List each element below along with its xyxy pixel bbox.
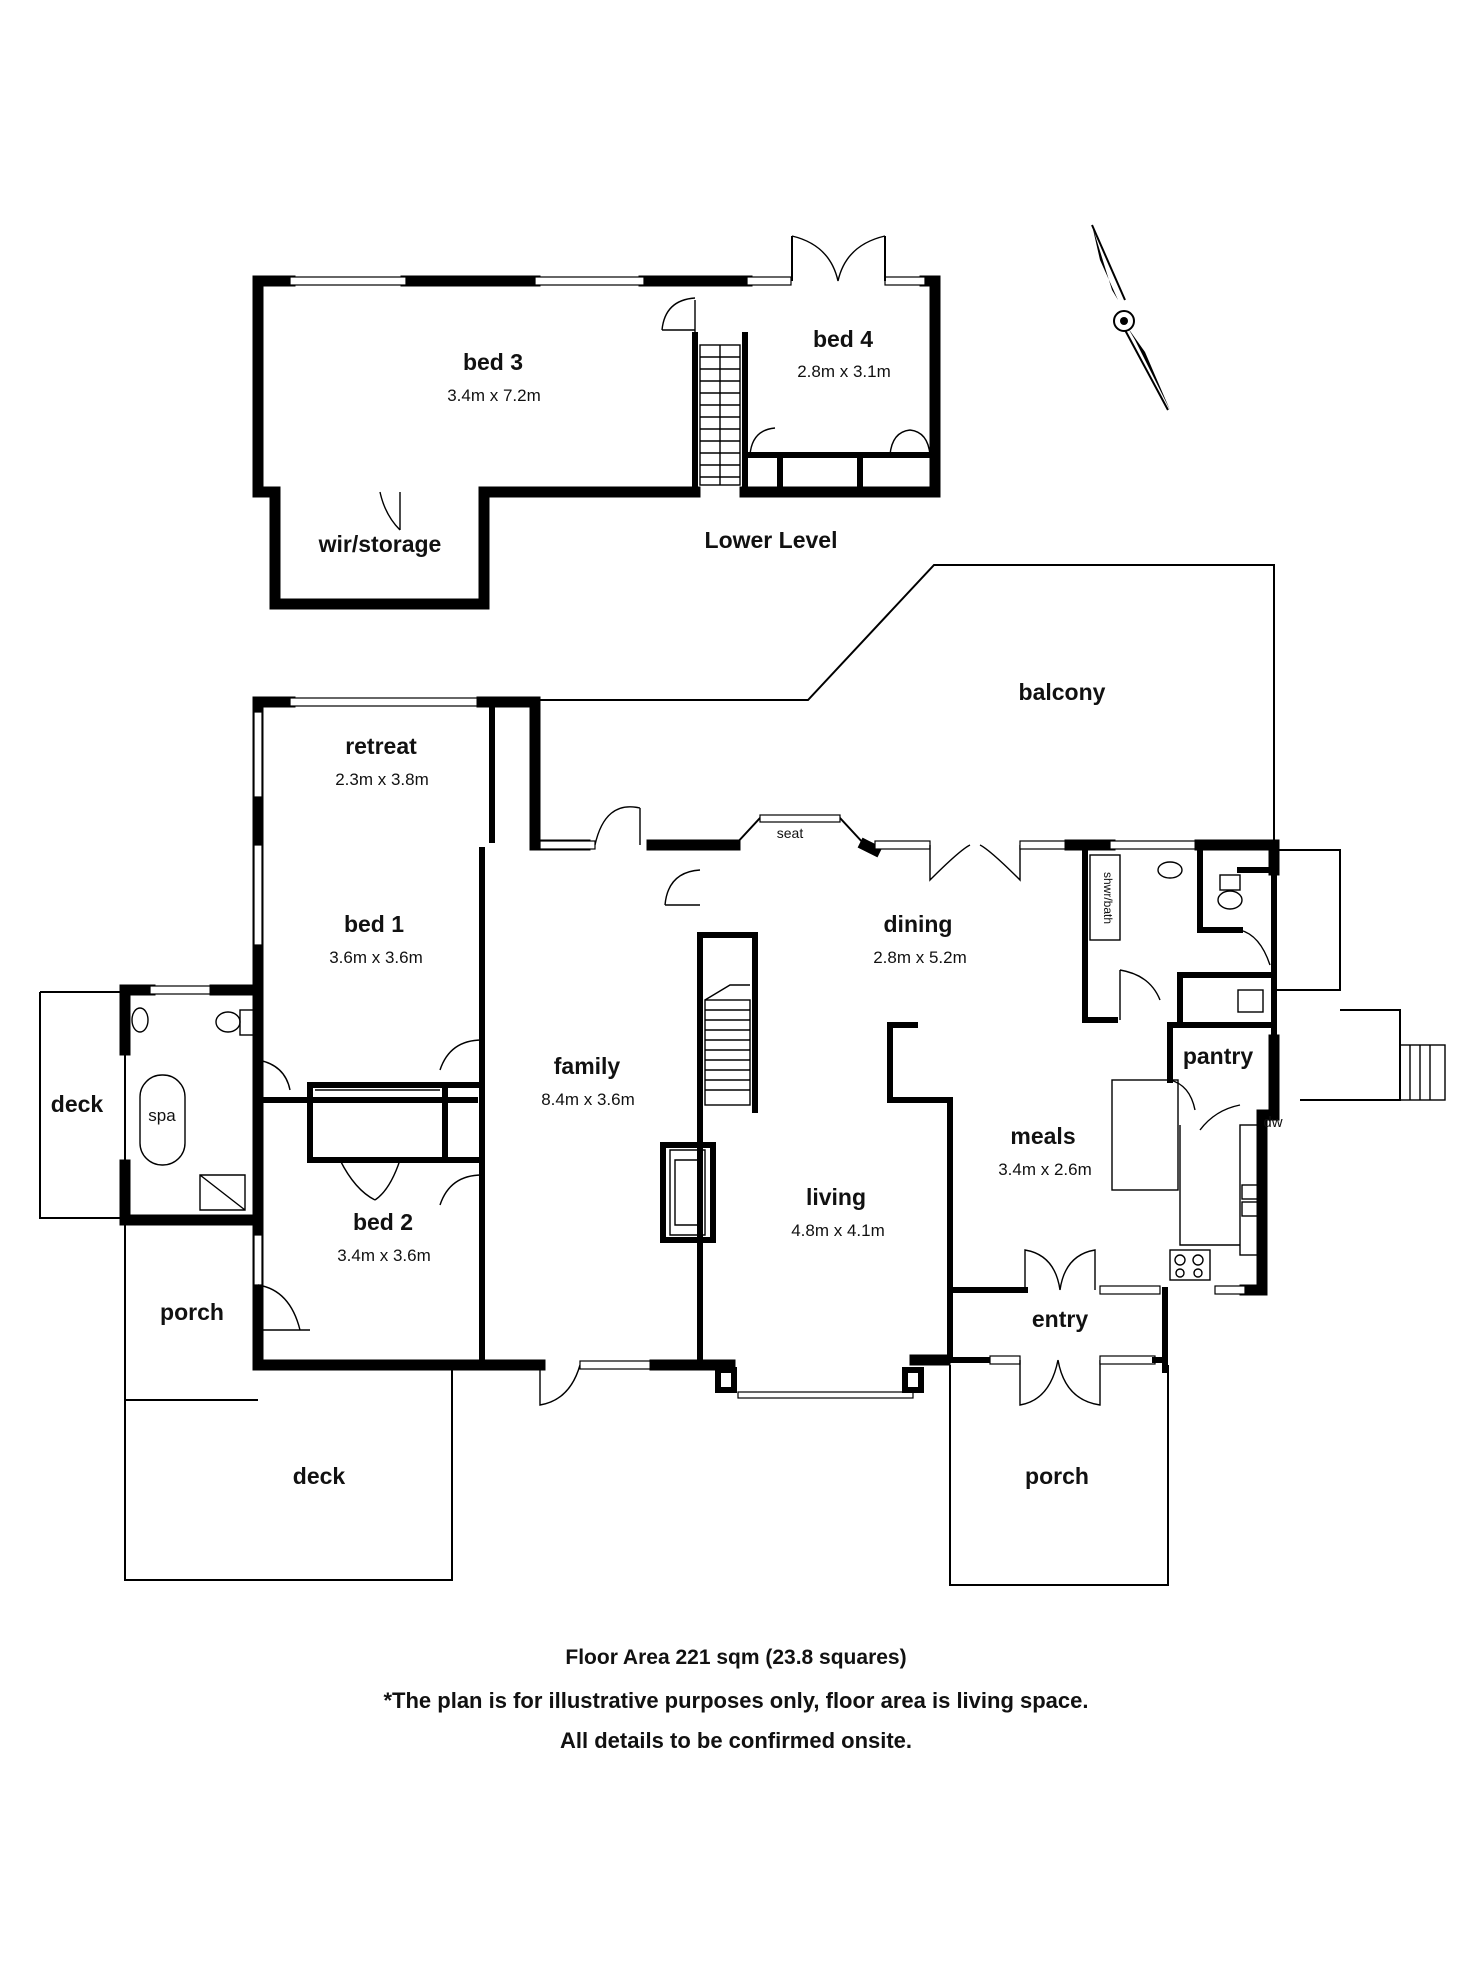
room-label-meals: meals — [1010, 1123, 1075, 1149]
room-label-retreat: retreat — [345, 733, 417, 759]
disclaimer-text: *The plan is for illustrative purposes o… — [383, 1688, 1089, 1713]
room-label-family: family — [554, 1053, 621, 1079]
cooktop-icon — [1169, 1249, 1211, 1281]
room-label-living: living — [806, 1184, 866, 1210]
room-label-bed3: bed 3 — [463, 349, 523, 375]
room-dim-bed1: 3.6m x 3.6m — [329, 948, 423, 967]
stairs-icon — [1399, 1044, 1446, 1101]
room-dim-bed3: 3.4m x 7.2m — [447, 386, 541, 405]
room-label-dining: dining — [884, 911, 953, 937]
room-label-wir-storage: wir/storage — [318, 531, 442, 557]
room-label-bed1: bed 1 — [344, 911, 404, 937]
fixture-label-spa: spa — [148, 1106, 176, 1125]
room-label-pantry: pantry — [1183, 1043, 1254, 1069]
level-label-lower: Lower Level — [705, 527, 838, 553]
toilet-icon — [1217, 874, 1243, 910]
room-label-porch-right: porch — [1025, 1463, 1089, 1489]
sink-icon — [1241, 1184, 1259, 1217]
room-label-deck-bottom: deck — [293, 1463, 346, 1489]
room-label-entry: entry — [1032, 1306, 1088, 1332]
basin-icon — [1157, 861, 1183, 879]
main-level-plan — [39, 564, 1446, 1586]
room-dim-bed2: 3.4m x 3.6m — [337, 1246, 431, 1265]
room-dim-retreat: 2.3m x 3.8m — [335, 770, 429, 789]
room-label-balcony: balcony — [1019, 679, 1106, 705]
room-label-bed2: bed 2 — [353, 1209, 413, 1235]
room-dim-meals: 3.4m x 2.6m — [998, 1160, 1092, 1179]
room-dim-dining: 2.8m x 5.2m — [873, 948, 967, 967]
fixture-label-dw: dw — [1263, 1114, 1282, 1131]
fixture-label-seat: seat — [777, 825, 804, 841]
room-dim-living: 4.8m x 4.1m — [791, 1221, 885, 1240]
fireplace-icon — [660, 1142, 716, 1243]
room-dim-family: 8.4m x 3.6m — [541, 1090, 635, 1109]
stairs-icon — [699, 344, 741, 486]
basin-icon — [131, 1007, 149, 1033]
room-dim-bed4: 2.8m x 3.1m — [797, 362, 891, 381]
floor-area-text: Floor Area 221 sqm (23.8 squares) — [565, 1646, 907, 1669]
room-label-bed4: bed 4 — [813, 326, 873, 352]
confirm-text: All details to be confirmed onsite. — [559, 1728, 913, 1753]
room-label-deck-left: deck — [51, 1091, 104, 1117]
room-label-porch-left: porch — [160, 1299, 224, 1325]
lower-level-plan — [252, 235, 941, 610]
fixture-label-shwr-bath: shwr/bath — [1101, 872, 1115, 924]
toilet-icon — [215, 1009, 256, 1036]
stairs-icon — [704, 984, 751, 1106]
compass-icon — [1091, 224, 1170, 411]
